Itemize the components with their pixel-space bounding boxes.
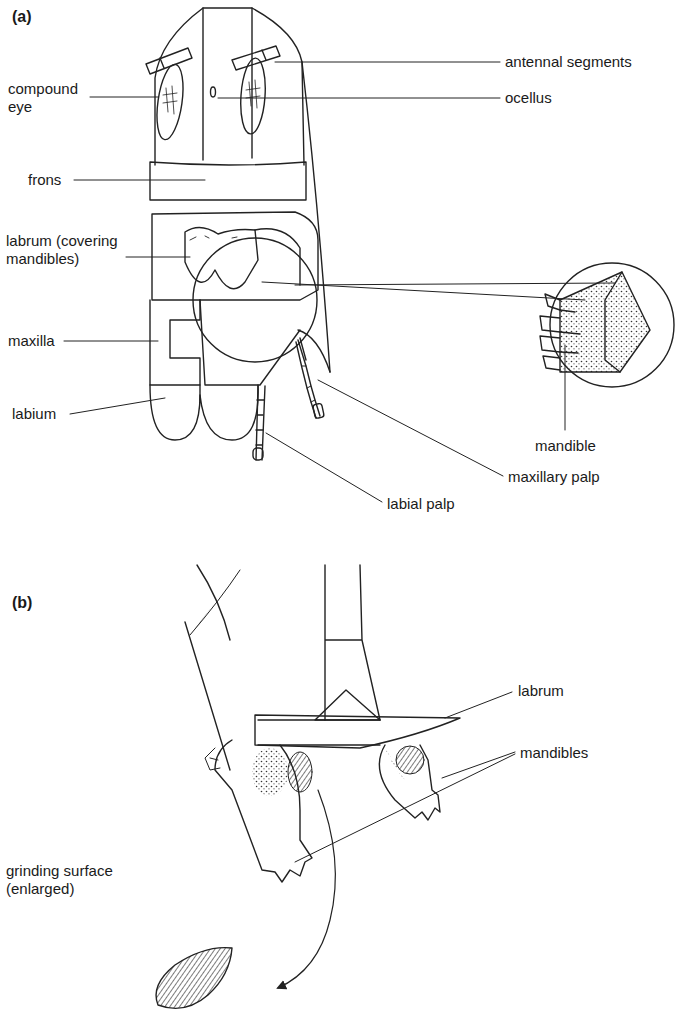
panel-label: (b) — [12, 594, 72, 612]
part-label: maxilla — [8, 332, 88, 350]
part-label: grinding surface (enlarged) — [6, 862, 146, 898]
part-label: maxillary palp — [508, 468, 668, 486]
part-label: compound eye — [8, 80, 90, 116]
part-label: mandibles — [520, 744, 640, 762]
part-label: ocellus — [505, 89, 625, 107]
part-label: labrum — [518, 682, 638, 700]
part-label: labium — [12, 405, 92, 423]
part-label: mandible — [535, 437, 655, 455]
part-label: labial palp — [387, 495, 507, 513]
part-label: frons — [28, 171, 108, 189]
panel-label: (a) — [12, 8, 72, 26]
part-label: antennal segments — [505, 53, 675, 71]
part-label: labrum (covering mandibles) — [6, 232, 128, 268]
